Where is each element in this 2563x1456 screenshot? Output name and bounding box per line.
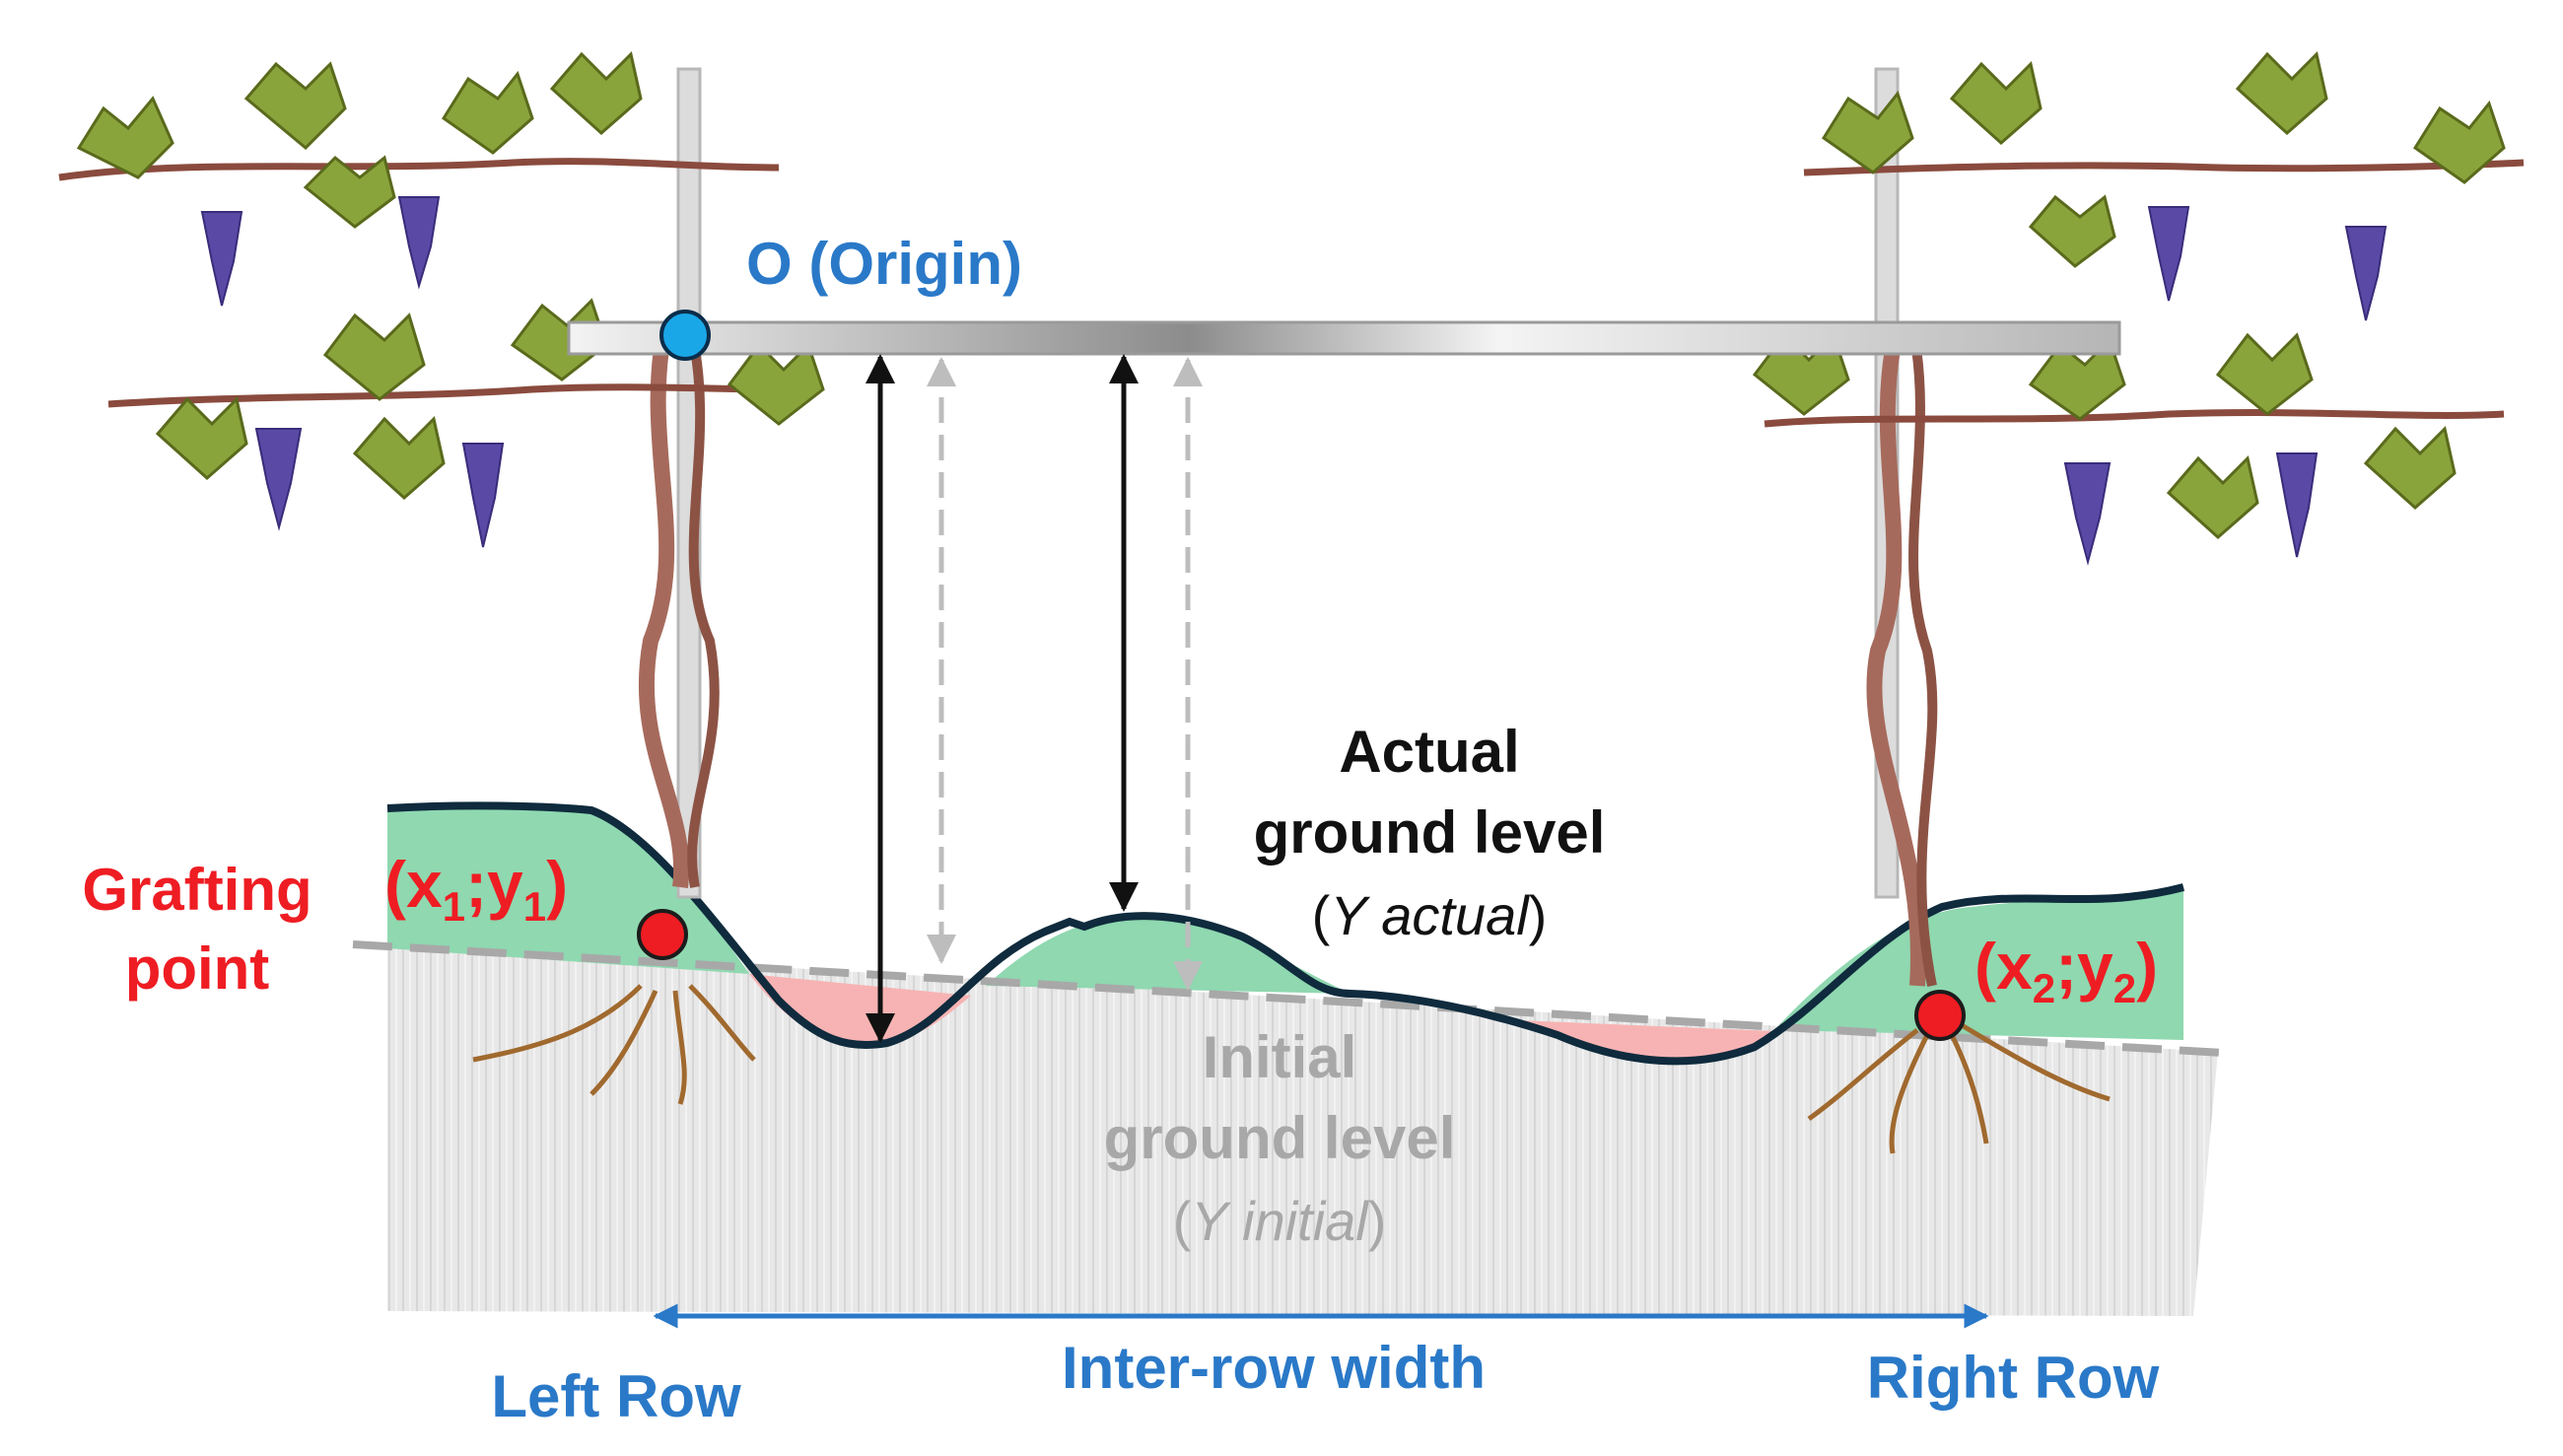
left-cane-bottom (107, 383, 780, 408)
actual-ground-variable: (Y actual) (1312, 884, 1548, 946)
grafting-label-line2: point (125, 936, 270, 1002)
right-cane-bottom (1764, 409, 2505, 428)
trellis-beam (567, 320, 2121, 356)
initial-ground-variable: (Y initial) (1173, 1190, 1387, 1252)
initial-ground-label-line2: ground level (1104, 1105, 1456, 1171)
grafting-point-right (1914, 990, 1966, 1041)
left-cane-top (58, 158, 780, 181)
initial-ground-label-line1: Initial (1203, 1024, 1357, 1090)
actual-ground-label-line2: ground level (1254, 799, 1606, 866)
right-cane-top (1803, 159, 2525, 176)
inter-row-width-label: Inter-row width (1062, 1335, 1486, 1401)
grafting-label-line1: Grafting (82, 857, 312, 923)
soil-gain-middle (986, 914, 1351, 994)
left-row-label: Left Row (491, 1363, 741, 1429)
point2-coordinate: (x2;y2) (1974, 930, 2158, 1011)
soil-gain-right (1774, 887, 2183, 1040)
left-vine (58, 51, 825, 1105)
point1-coordinate: (x1;y1) (384, 848, 568, 930)
soil-loss-right (1518, 1020, 1774, 1061)
origin-marker (659, 310, 711, 361)
origin-label: O (Origin) (746, 231, 1022, 297)
actual-ground-line (386, 801, 2185, 1066)
actual-ground-label-line1: Actual (1339, 719, 1519, 785)
right-row-label: Right Row (1867, 1345, 2160, 1411)
grafting-point-left (637, 909, 688, 960)
